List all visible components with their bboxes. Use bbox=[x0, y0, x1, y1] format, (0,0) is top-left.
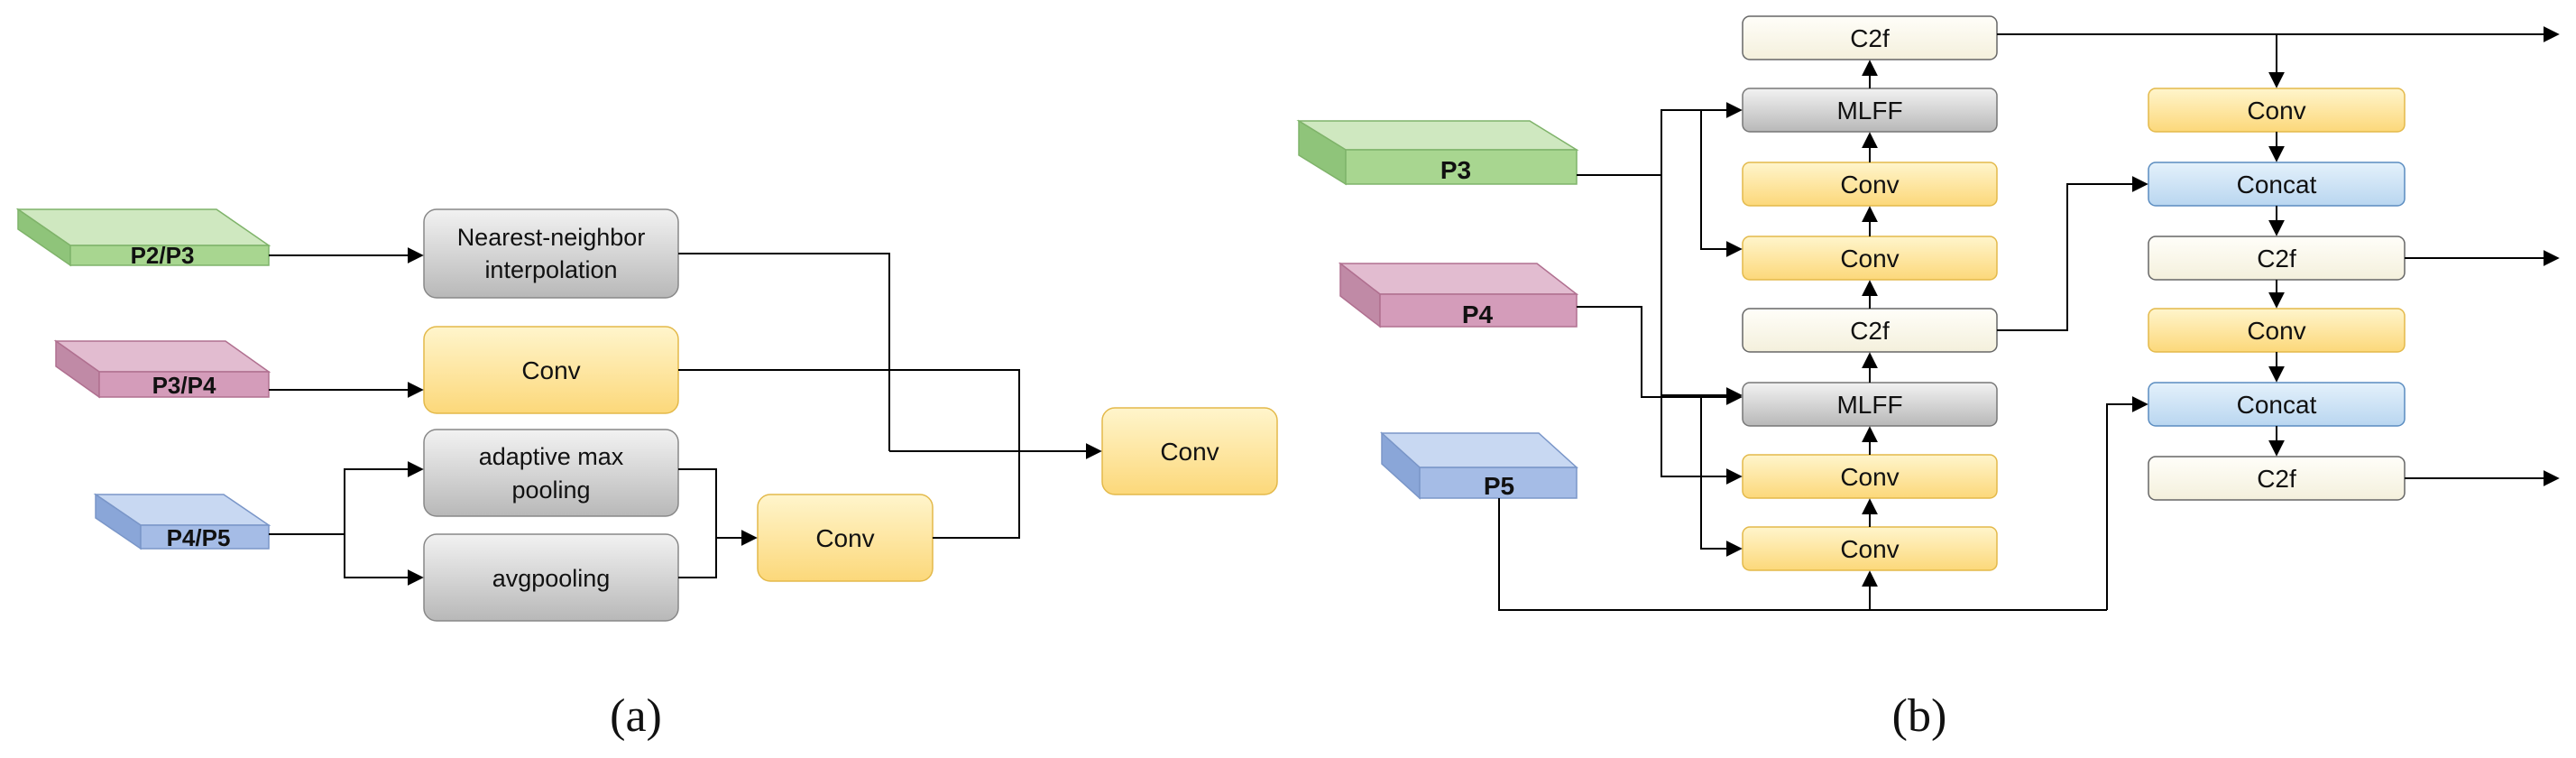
col2-c2f-bottom-label: C2f bbox=[2257, 465, 2296, 493]
input-p2p3-label: P2/P3 bbox=[131, 242, 195, 269]
col2-c2f-mid-block: C2f bbox=[2148, 236, 2406, 281]
input-p4-label: P4 bbox=[1462, 300, 1494, 328]
conv-1-block: Conv bbox=[1742, 162, 1998, 207]
col2-concat-bottom-block: Concat bbox=[2148, 382, 2406, 427]
caption-b: (b) bbox=[1892, 690, 1947, 742]
mlff-top-label: MLFF bbox=[1836, 97, 1902, 125]
conv-4-label: Conv bbox=[1840, 535, 1899, 563]
line-conv-mid-right bbox=[678, 369, 1020, 451]
c2f-mid-label: C2f bbox=[1850, 317, 1890, 345]
conv-out-block: Conv bbox=[1101, 407, 1278, 495]
arrow-to-avgpool bbox=[344, 534, 424, 586]
arrow-bus-to-mlff-top bbox=[1700, 110, 1743, 257]
mlff-bottom-block: MLFF bbox=[1742, 382, 1998, 427]
col2-concat-bottom-label: Concat bbox=[2237, 391, 2317, 419]
conv-2-block: Conv bbox=[1742, 236, 1998, 281]
conv-pool-block: Conv bbox=[757, 494, 934, 582]
line-avgpool-out bbox=[678, 538, 717, 578]
input-p3-slab: P3 bbox=[1296, 119, 1579, 186]
col2-concat-top-label: Concat bbox=[2237, 171, 2317, 199]
col2-conv-mid-block: Conv bbox=[2148, 308, 2406, 353]
input-p3-label: P3 bbox=[1440, 156, 1471, 184]
c2f-top-block: C2f bbox=[1742, 15, 1998, 60]
mlff-top-block: MLFF bbox=[1742, 88, 1998, 133]
panel-a: P2/P3 P3/P4 P4/P5 Nearest-neighbor inter… bbox=[15, 208, 1278, 742]
col2-concat-top-block: Concat bbox=[2148, 162, 2406, 207]
nearest-neighbor-line1: Nearest-neighbor bbox=[457, 224, 646, 251]
line-adaptive-out bbox=[678, 468, 717, 538]
input-p4p5-slab: P4/P5 bbox=[93, 493, 271, 551]
line-nearest-down bbox=[678, 253, 890, 451]
input-p2p3-slab: P2/P3 bbox=[15, 208, 271, 269]
arrow-to-adaptive bbox=[344, 461, 424, 534]
nearest-neighbor-block: Nearest-neighbor interpolation bbox=[423, 208, 679, 299]
nearest-neighbor-line2: interpolation bbox=[484, 256, 617, 283]
caption-a: (a) bbox=[610, 690, 662, 742]
arrow-c2f-mid-to-concat-top bbox=[1997, 176, 2148, 331]
conv-mid-label: Conv bbox=[521, 356, 580, 384]
adaptive-line1: adaptive max bbox=[479, 443, 624, 470]
adaptive-line2: pooling bbox=[511, 476, 590, 504]
adaptive-max-pooling-block: adaptive max pooling bbox=[423, 429, 679, 517]
input-p3p4-slab: P3/P4 bbox=[53, 339, 271, 399]
mlff-bottom-label: MLFF bbox=[1836, 391, 1902, 419]
col2-conv-mid-label: Conv bbox=[2247, 317, 2305, 345]
col2-conv-top-label: Conv bbox=[2247, 97, 2305, 125]
input-p3p4-label: P3/P4 bbox=[152, 372, 216, 399]
avgpooling-label: avgpooling bbox=[492, 565, 611, 592]
col2-c2f-bottom-block: C2f bbox=[2148, 456, 2406, 501]
panel-a-connectors bbox=[269, 247, 1102, 586]
arrow-p5-to-concat-bottom bbox=[2106, 396, 2148, 610]
conv-out-label: Conv bbox=[1160, 438, 1219, 466]
line-conv-pool-up bbox=[933, 451, 1020, 539]
conv-4-block: Conv bbox=[1742, 526, 1998, 571]
c2f-mid-block: C2f bbox=[1742, 308, 1998, 353]
conv-pool-label: Conv bbox=[815, 524, 874, 552]
input-p4-slab: P4 bbox=[1338, 262, 1579, 328]
line-p5-bus bbox=[1498, 498, 2107, 611]
arrow-p3-to-mlff-top bbox=[1661, 102, 1743, 175]
col2-conv-top-block: Conv bbox=[2148, 88, 2406, 133]
arrow-bus-lower bbox=[1700, 397, 1743, 557]
avgpooling-block: avgpooling bbox=[423, 533, 679, 622]
c2f-top-label: C2f bbox=[1850, 24, 1890, 52]
conv-3-block: Conv bbox=[1742, 454, 1998, 499]
conv-1-label: Conv bbox=[1840, 171, 1899, 199]
panel-b: P3 P4 P5 C2f MLFF Conv Con bbox=[1296, 15, 2560, 742]
arrow-p3-to-conv3 bbox=[1661, 395, 1743, 485]
conv-mid-block: Conv bbox=[423, 326, 679, 414]
panel-b-connectors bbox=[1498, 26, 2560, 611]
input-p4p5-label: P4/P5 bbox=[167, 524, 231, 551]
arrow-p4-to-mlff-bottom bbox=[1577, 306, 1743, 405]
input-p5-slab: P5 bbox=[1380, 431, 1578, 500]
conv-3-label: Conv bbox=[1840, 463, 1899, 491]
conv-2-label: Conv bbox=[1840, 245, 1899, 273]
col2-c2f-mid-label: C2f bbox=[2257, 245, 2296, 273]
input-p5-label: P5 bbox=[1484, 472, 1514, 500]
